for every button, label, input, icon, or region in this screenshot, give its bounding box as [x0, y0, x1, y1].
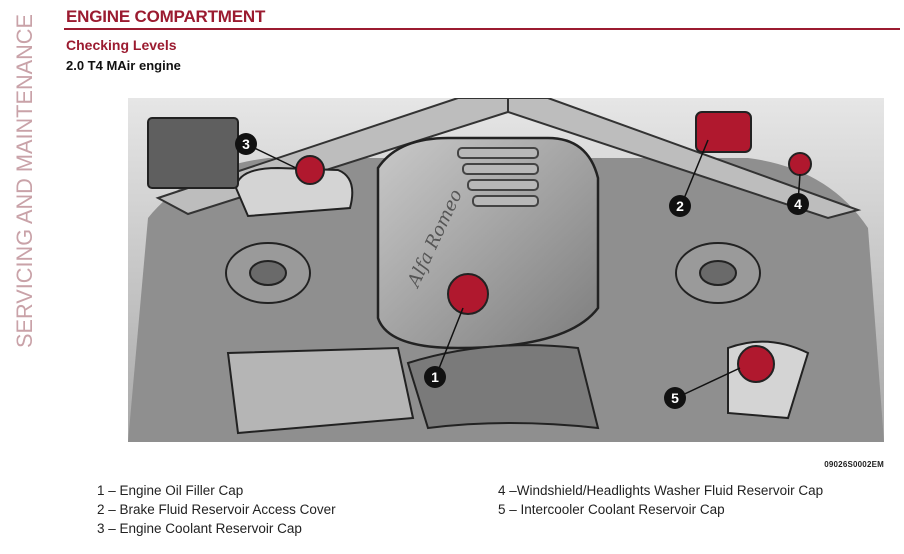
oil-filler-cap [447, 273, 489, 315]
engine-cover-ribs [457, 147, 539, 207]
strut-tower-left [225, 242, 311, 304]
callout-2: 2 [669, 195, 691, 217]
battery-box [147, 117, 239, 189]
figure-id: 09026S0002EM [824, 460, 884, 469]
legend-left: 1 – Engine Oil Filler Cap 2 – Brake Flui… [97, 481, 336, 538]
section-title: ENGINE COMPARTMENT [66, 7, 266, 26]
engine-label: 2.0 T4 MAir engine [66, 58, 181, 73]
legend-item: 1 – Engine Oil Filler Cap [97, 483, 244, 498]
svg-text:2: 2 [676, 198, 684, 214]
air-box [226, 346, 415, 435]
strut-tower-right [675, 242, 761, 304]
legend-item: 2 – Brake Fluid Reservoir Access Cover [97, 502, 336, 517]
svg-text:3: 3 [242, 136, 250, 152]
sidebar-section-label: SERVICING AND MAINTENANCE [8, 10, 38, 350]
sidebar-section-text: SERVICING AND MAINTENANCE [12, 14, 37, 348]
subheading: Checking Levels [66, 37, 177, 53]
svg-text:5: 5 [671, 390, 679, 406]
svg-text:4: 4 [794, 196, 802, 212]
engine-cover [376, 136, 600, 350]
callout-4: 4 [787, 193, 809, 215]
legend-item: 5 – Intercooler Coolant Reservoir Cap [498, 502, 725, 517]
title-rule [64, 28, 900, 30]
callout-3: 3 [235, 133, 257, 155]
intake-duct [406, 344, 600, 430]
intercooler-reservoir-cap [737, 345, 775, 383]
legend-item: 3 – Engine Coolant Reservoir Cap [97, 521, 302, 536]
callout-1: 1 [424, 366, 446, 388]
brake-fluid-access-cover [695, 111, 752, 153]
washer-fluid-cap [788, 152, 812, 176]
callout-5: 5 [664, 387, 686, 409]
coolant-reservoir [234, 166, 354, 218]
legend-item: 4 –Windshield/Headlights Washer Fluid Re… [498, 483, 824, 498]
legend-right: 4 –Windshield/Headlights Washer Fluid Re… [498, 481, 823, 519]
coolant-reservoir-cap [295, 155, 325, 185]
svg-text:1: 1 [431, 369, 439, 385]
engine-compartment-illustration: Alfa Romeo 1 2 [128, 98, 884, 442]
